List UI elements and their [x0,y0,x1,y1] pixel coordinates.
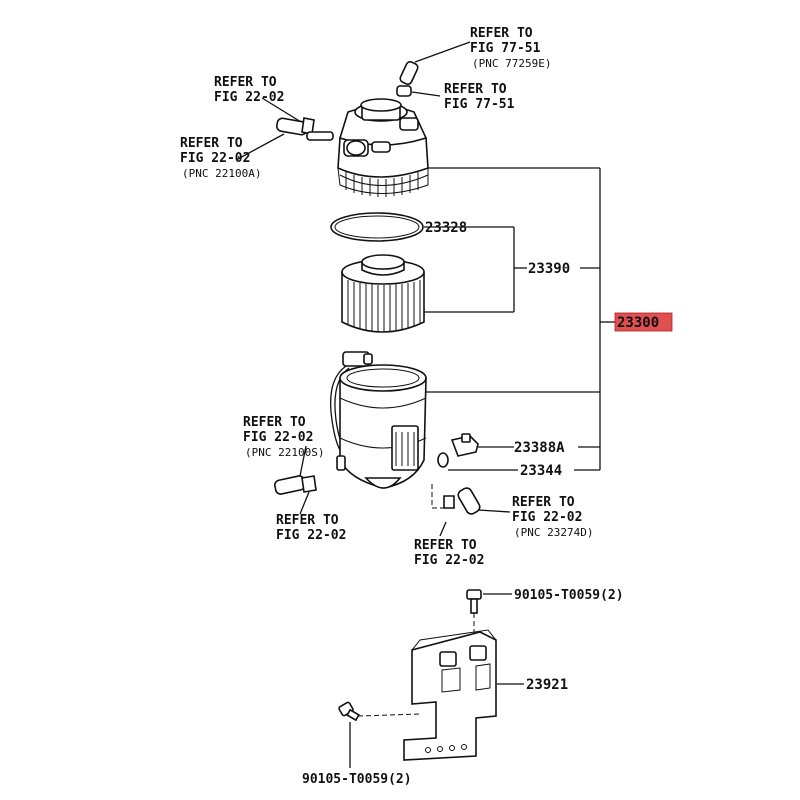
ref-mid-left[interactable]: REFER TO FIG 22-02 (PNC 22100S) [243,415,324,459]
svg-text:23300: 23300 [617,315,659,331]
o-ring-23344 [437,452,449,468]
svg-text:FIG 22-02: FIG 22-02 [214,90,284,105]
svg-text:(PNC 77259E): (PNC 77259E) [472,57,551,70]
hose-top-right [396,61,419,97]
svg-text:REFER TO: REFER TO [414,538,477,553]
svg-text:FIG 77-51: FIG 77-51 [470,41,541,56]
svg-text:REFER TO: REFER TO [470,26,533,41]
svg-text:(PNC 22100A): (PNC 22100A) [182,167,261,180]
hose-lower-left [274,475,317,495]
svg-text:REFER TO: REFER TO [512,495,575,510]
svg-text:FIG 22-02: FIG 22-02 [512,510,582,525]
o-ring-23328 [330,212,424,242]
part-23344-label[interactable]: 23344 [520,463,562,479]
ref-top-left[interactable]: REFER TO FIG 22-02 [214,75,284,105]
svg-text:REFER TO: REFER TO [180,136,243,151]
svg-text:REFER TO: REFER TO [214,75,277,90]
filter-element-23390 [341,254,425,333]
filter-case [336,364,427,489]
ref-top-right-2[interactable]: REFER TO FIG 77-51 [444,82,515,112]
drain-plug-23388a [450,433,479,457]
ref-low-right[interactable]: REFER TO FIG 22-02 (PNC 23274D) [512,495,593,539]
filter-head [337,98,429,197]
bolt-bottom-label[interactable]: 90105-T0059(2) [302,772,412,787]
svg-text:FIG 22-02: FIG 22-02 [414,553,484,568]
part-highlight [614,312,673,332]
bolt-bottom [338,701,421,722]
ref-top-left-2[interactable]: REFER TO FIG 22-02 (PNC 22100A) [180,136,261,180]
part-23388a-label[interactable]: 23388A [514,440,565,456]
hose-lower-right [431,484,481,515]
svg-text:(PNC 22100S): (PNC 22100S) [245,446,324,459]
svg-text:FIG 77-51: FIG 77-51 [444,97,515,112]
svg-text:FIG 22-02: FIG 22-02 [243,430,313,445]
ref-top-right[interactable]: REFER TO FIG 77-51 (PNC 77259E) [470,26,551,70]
part-23390-label[interactable]: 23390 [528,261,570,277]
part-23921-label[interactable]: 23921 [526,677,568,693]
svg-text:FIG 22-02: FIG 22-02 [180,151,250,166]
svg-text:REFER TO: REFER TO [444,82,507,97]
ref-low-mid[interactable]: REFER TO FIG 22-02 [414,538,484,568]
leader-lines [235,41,615,768]
bracket-23921 [403,629,497,761]
svg-text:(PNC 23274D): (PNC 23274D) [514,526,593,539]
ref-low-left[interactable]: REFER TO FIG 22-02 [276,513,346,543]
part-23328-label[interactable]: 23328 [425,220,467,236]
hose-top-left [276,117,334,141]
part-23300-label[interactable]: 23300 [614,312,673,332]
bolt-top [466,589,482,640]
bolt-top-label[interactable]: 90105-T0059(2) [514,588,624,603]
svg-text:REFER TO: REFER TO [276,513,339,528]
svg-text:REFER TO: REFER TO [243,415,306,430]
svg-text:FIG 22-02: FIG 22-02 [276,528,346,543]
